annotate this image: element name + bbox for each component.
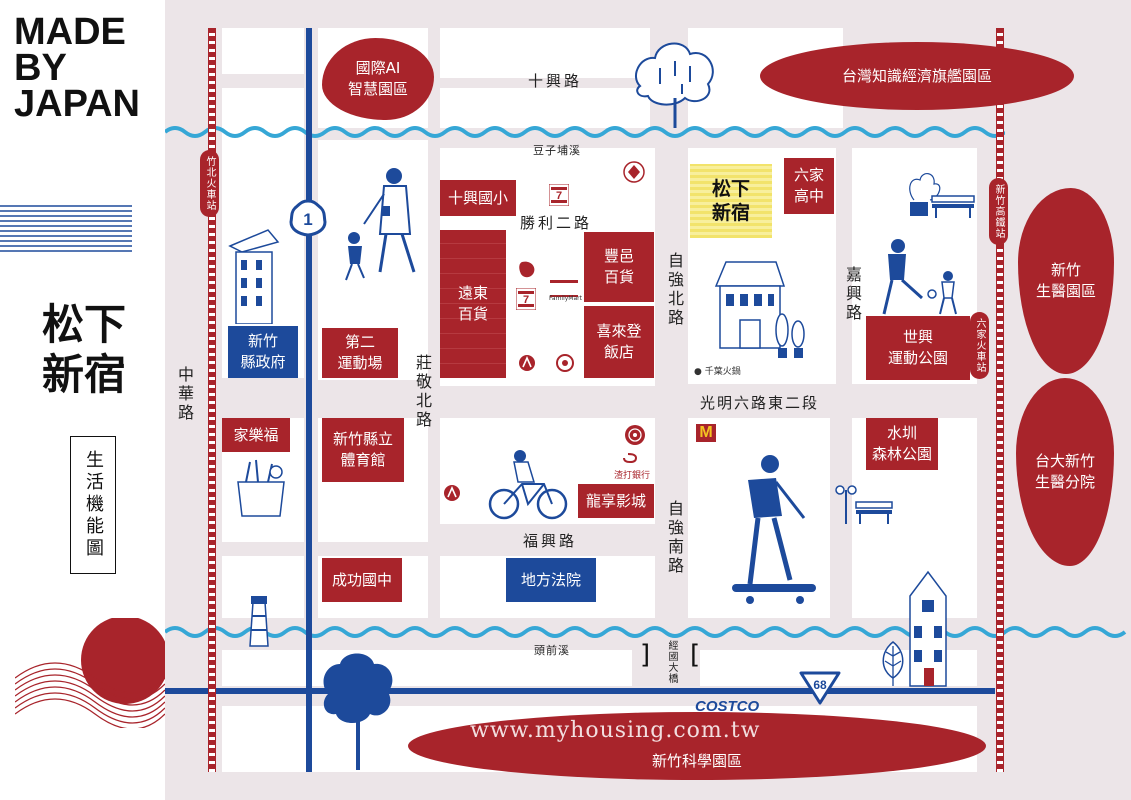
fareastern-dept-store: 遠東 百貨 [440, 230, 506, 378]
brand-line-3: JAPAN [14, 83, 140, 125]
brand-line-2: BY [14, 47, 67, 89]
shixing-sports-park: 世興 運動公園 [866, 316, 970, 380]
bench-plant-illustration [909, 173, 975, 218]
bridge-bracket-right: [ [690, 640, 701, 670]
brand-logo: MADE BY JAPAN [14, 11, 140, 125]
sun-wave-decoration [15, 618, 165, 728]
shopping-bag-illustration [237, 459, 285, 517]
potted-plant-icon [775, 313, 805, 358]
fengyi-dept-store: 豐邑 百貨 [584, 232, 654, 302]
football-players-illustration [882, 239, 957, 315]
leaf-tree-icon [882, 641, 904, 686]
apartment-building-illustration [228, 229, 280, 324]
cyclist-illustration [488, 450, 568, 520]
seven-eleven-icon: 7 [516, 288, 536, 310]
taiwan-knowledge-park: 台灣知識經濟旗艦園區 [760, 42, 1074, 110]
city-block [440, 28, 650, 78]
road-ziqiang-north: 自強北路 [665, 252, 684, 328]
city-block [222, 650, 632, 686]
second-stadium: 第二 運動場 [322, 328, 398, 378]
seven-eleven-icon: 7 [549, 184, 569, 206]
road-shixing: 十興路 [528, 72, 583, 90]
route-1-highway [306, 28, 312, 772]
road-jiaxing: 嘉興路 [843, 266, 862, 323]
route-1-shield-icon: 1 [289, 199, 327, 237]
mcdonalds-icon: M [696, 424, 716, 442]
route-68-highway [165, 688, 995, 694]
liujia-station-badge: 六家火車站 [970, 312, 989, 379]
road-ziqiang-south: 自強南路 [665, 500, 684, 576]
county-gymnasium: 新竹縣立 體育館 [322, 418, 404, 482]
route-68-shield-icon: 68 [799, 671, 841, 705]
longxiang-cinema: 龍享影城 [578, 484, 654, 518]
svg-text:7: 7 [523, 294, 529, 306]
brand-line-1: MADE [14, 11, 126, 53]
familymart-icon [550, 280, 578, 297]
science-park: 新竹科學園區 [408, 712, 986, 780]
songxia-xinsu-site: 松下 新宿 [690, 164, 772, 238]
shixing-elementary: 十興國小 [440, 180, 516, 216]
tree-illustration [635, 42, 714, 128]
stripe-decoration [0, 205, 132, 252]
shuizun-forest-park: 水圳 森林公園 [866, 418, 938, 470]
standard-chartered-icon [623, 453, 638, 464]
carrefour: 家樂福 [222, 418, 290, 452]
costco-logo: COSTCO [695, 698, 760, 715]
bank-icon [556, 354, 574, 372]
zhubei-station-badge: 竹北火車站 [200, 150, 219, 217]
title-line-1: 松下 [42, 300, 127, 349]
subtitle-box: 生活機能圖 [70, 436, 116, 574]
pxmart-icon [444, 485, 460, 501]
touqian-creek-river [165, 626, 1127, 638]
page-title: 松下 新宿 [42, 300, 152, 400]
mos-burger-icon [519, 261, 535, 278]
title-line-2: 新宿 [42, 350, 127, 399]
watermark-text: www.myhousing.com.tw [470, 718, 761, 743]
railway-line [996, 28, 1004, 772]
sheraton-hotel: 喜來登 飯店 [584, 306, 654, 378]
chenggong-junior-high: 成功國中 [322, 558, 402, 602]
lighthouse-illustration [249, 596, 269, 647]
road-zhuangjing-north: 莊敬北路 [413, 354, 432, 430]
intl-ai-park: 國際AI 智慧園區 [322, 38, 434, 120]
city-block [222, 28, 304, 74]
skateboarder-illustration [732, 455, 816, 604]
county-government: 新竹 縣政府 [228, 326, 298, 378]
bridge-bracket-left: ] [640, 640, 651, 670]
starbucks-icon [625, 425, 645, 445]
creek-touqian: 頭前溪 [534, 644, 570, 657]
road-shengli2: 勝利二路 [520, 214, 593, 232]
biomed-park: 新竹 生醫園區 [1018, 188, 1114, 374]
school-emblem-icon [623, 161, 645, 183]
pxmart-icon [519, 355, 535, 371]
doufu-creek-river [165, 126, 1005, 138]
park-bench-icon [835, 485, 893, 524]
jingguo-bridge-label: 經國大橋 [666, 640, 677, 684]
familymart-label: FamilyMart [549, 295, 582, 302]
standard-chartered-label: 渣打銀行 [614, 471, 651, 481]
route-68-number: 68 [813, 678, 827, 692]
route-1-number: 1 [303, 210, 312, 229]
ntu-hsinchu-hospital: 台大新竹 生醫分院 [1016, 378, 1114, 566]
liujia-high-school: 六家 高中 [784, 158, 834, 214]
road-fuxing: 福興路 [523, 532, 578, 550]
parent-child-illustration [345, 168, 416, 281]
creek-doufu: 豆子埔溪 [533, 144, 581, 157]
songxia-house-illustration [714, 261, 786, 349]
district-court: 地方法院 [506, 558, 596, 602]
hsr-station-badge: 新竹高鐵站 [989, 178, 1008, 245]
road-zhonghua: 中華路 [175, 366, 194, 423]
svg-text:7: 7 [556, 190, 562, 202]
chiba-hotpot-label: ● 千葉火鍋 [694, 367, 741, 377]
road-guangming6: 光明六路東二段 [700, 394, 820, 412]
blue-tree-illustration [323, 653, 393, 770]
city-block [440, 88, 650, 128]
tall-house-illustration [909, 570, 947, 687]
railway-line [208, 28, 216, 772]
